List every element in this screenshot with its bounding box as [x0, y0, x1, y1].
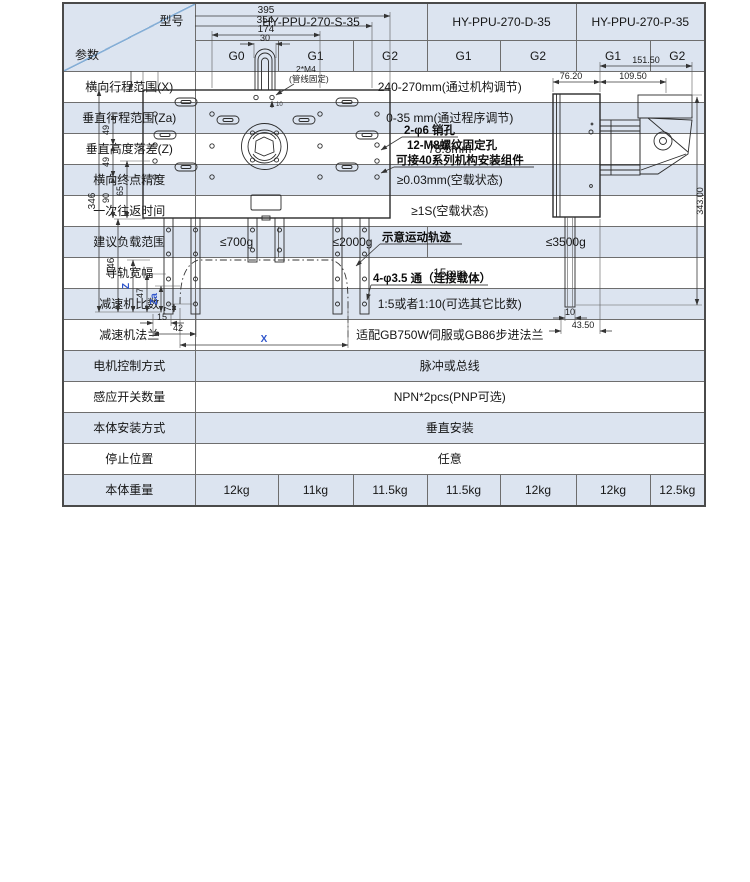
spec-value: 15mm [194, 256, 706, 289]
dim-109-50: 109.50 [619, 71, 647, 81]
corner-label-model: 型号 [159, 14, 184, 28]
adjustment-slots [153, 97, 379, 172]
spec-row-label: 本体安装方式 [62, 411, 196, 444]
grade-header: G1 [277, 39, 354, 72]
dim-151-50: 151.50 [632, 55, 660, 65]
dim-49a: 49 [101, 125, 111, 135]
gripper-legs [163, 217, 370, 315]
dim-395: 395 [258, 5, 275, 16]
dim-X: X [261, 334, 268, 345]
side-view-drawing: 151.50 76.20 109.50 343.00 10 43.50 [549, 55, 705, 334]
spec-row: 垂直行程范围(Za)0-35 mm(通过程序调节) [62, 101, 706, 134]
spec-row: 垂直高度落差(Z)78.5mm [62, 132, 706, 165]
dim-43-50: 43.50 [572, 320, 595, 330]
spec-row-label: 感应开关数量 [62, 380, 196, 413]
dim-30: 30 [260, 33, 270, 43]
annotation-m4: 2*M4 [296, 64, 316, 74]
spec-row: 电机控制方式脉冲或总线 [62, 349, 706, 382]
dim-76-20: 76.20 [560, 71, 583, 81]
spec-value: 0-35 mm(通过程序调节) [194, 101, 706, 134]
dim-90: 90 [101, 193, 111, 203]
annotation-mount-series: 可接40系列机构安装组件 [396, 153, 524, 167]
dim-343: 343.00 [695, 187, 705, 215]
cad-drawing-svg: 395 354 174 30 346 71 49 49 90 [87, 5, 705, 348]
spec-value: 12.5kg [649, 473, 706, 506]
dim-7: 7 [163, 306, 173, 311]
dim-Z: Z [121, 283, 132, 289]
model-header: HY-PPU-270-D-35 [426, 2, 577, 41]
annotation-trajectory: 示意运动轨迹 [381, 230, 451, 244]
grade-header: G0 [194, 39, 279, 72]
dim-354: 354 [257, 15, 274, 26]
spec-value: ≥1S(空载状态) [194, 194, 706, 227]
spec-value: 12kg [499, 473, 577, 506]
spec-value: ≤700g [194, 225, 279, 258]
grade-header: G1 [426, 39, 501, 72]
table-corner-cell: 型号参数 [62, 2, 196, 72]
mounting-holes [152, 111, 380, 180]
spec-value: 11kg [277, 473, 354, 506]
spec-value: 11.5kg [352, 473, 428, 506]
spec-value: 78.5mm [194, 132, 706, 165]
front-view-drawing: 395 354 174 30 346 71 49 49 90 [87, 5, 534, 348]
spec-row-label: 本体重量 [62, 473, 196, 506]
spec-value: 12kg [575, 473, 651, 506]
spec-value: 垂直安装 [194, 411, 706, 444]
annotation-pin-holes: 2-φ6 销孔 [404, 123, 456, 137]
corner-label-param: 参数 [75, 47, 100, 62]
dim-174: 174 [258, 24, 275, 35]
spec-value: NPN*2pcs(PNP可选) [194, 380, 706, 413]
spec-row: 停止位置任意 [62, 442, 706, 475]
spec-value: 任意 [194, 442, 706, 475]
spec-value: 240-270mm(通过机构调节) [194, 70, 706, 103]
dim-49b: 49 [101, 157, 111, 167]
annotation-m4-note: (管线固定) [289, 74, 329, 84]
grade-header: G2 [499, 39, 577, 72]
dim-47: 47 [135, 288, 145, 298]
spec-row-label: 垂直高度落差(Z) [62, 132, 196, 165]
model-header: HY-PPU-270-P-35 [575, 2, 706, 41]
dim-42: 42 [173, 323, 183, 333]
dim-146: 146 [106, 257, 117, 274]
dim-65: 65 [115, 186, 125, 196]
spec-value: 11.5kg [426, 473, 501, 506]
annotation-load-holes: 4-φ3.5 通（连接载体） [373, 271, 491, 285]
dim-346: 346 [87, 192, 98, 209]
motion-trajectory-path [179, 259, 349, 340]
dim-Za: Za [149, 293, 160, 305]
dim-10: 10 [565, 307, 575, 317]
technical-drawings: 395 354 174 30 346 71 49 49 90 [0, 2, 750, 368]
spec-row-label: 停止位置 [62, 442, 196, 475]
annotation-m8-holes: 12-M8螺纹固定孔 [407, 138, 498, 152]
spec-row: 本体安装方式垂直安装 [62, 411, 706, 444]
spec-value: 12kg [194, 473, 279, 506]
dim-m4-gap: 10 [276, 102, 283, 108]
dim-15: 15 [157, 312, 167, 322]
